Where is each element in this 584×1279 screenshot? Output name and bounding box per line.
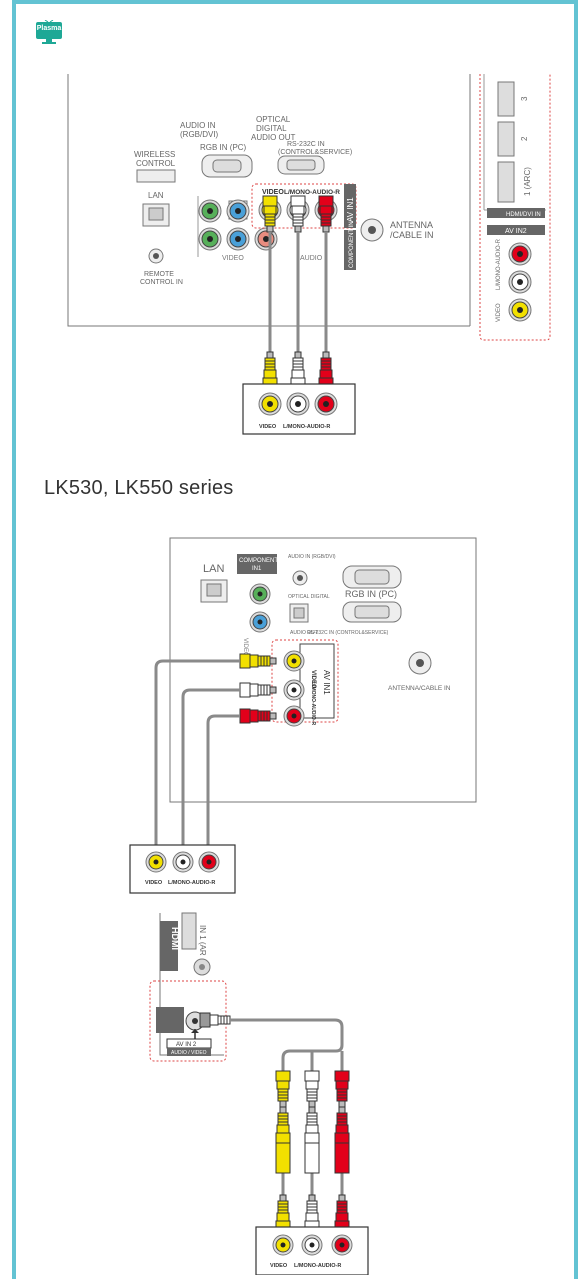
antenna-label: ANTENNA/CABLE IN [390, 220, 434, 240]
av-audio-label: L/MONO-AUDIO-R [284, 189, 340, 196]
section-heading: LK530, LK550 series [44, 477, 233, 500]
optical-label-2: OPTICAL DIGITAL [288, 594, 330, 600]
component-in-label: COMPONENT IN [349, 221, 355, 268]
rs232-label-2: RS-232C IN (CONTROL&SERVICE) [307, 630, 389, 636]
av-in1-label: AV IN1 [346, 197, 355, 222]
audio-video-label-3: AUDIO / VIDEO [171, 1050, 207, 1056]
device-3-audio-label: L/MONO-AUDIO-R [294, 1263, 341, 1269]
hdmi-3-label: 3 [520, 96, 529, 101]
av-in2-label-3: AV IN 2 [176, 1042, 197, 1048]
in1-label-3: IN 1 (AR [198, 925, 207, 956]
av-cables-diagram-2 [156, 661, 240, 848]
audio-in-label-2: AUDIO IN (RGB/DVI) [288, 554, 336, 560]
device-1-audio-label: L/MONO-AUDIO-R [283, 424, 330, 430]
device-2-video-label: VIDEO [145, 880, 163, 886]
hdmi-ports [487, 82, 545, 218]
hdmi-1-label: 1 (ARC) [523, 167, 532, 196]
rs232c-label: RS-232C IN(CONTROL&SERVICE) [278, 141, 352, 156]
diagram-3-side-panel: HDMI IN 1 (AR AV IN 2 AUDIO / VIDEO [0, 905, 584, 1275]
av-in2-label: AV IN2 [505, 228, 527, 235]
device-1-video-label: VIDEO [259, 424, 277, 430]
lan-label: LAN [148, 191, 164, 200]
wireless-port [137, 170, 175, 182]
hdmi-label-3: HDMI [170, 927, 180, 950]
lan-label-2: LAN [203, 563, 224, 575]
av-audio-label-2: L/MONO-AUDIO-R [310, 682, 316, 725]
hdmi-2-label: 2 [520, 136, 529, 141]
rgb-in-label: RGB IN (PC) [200, 143, 247, 152]
audio-in-label: AUDIO IN(RGB/DVI) [180, 121, 219, 139]
device-2-audio-label: L/MONO-AUDIO-R [168, 880, 215, 886]
hdmi-dvi-label: HDMI/DVI IN [506, 212, 541, 218]
side-audio-r-jack [509, 243, 531, 265]
side-audio-l-jack [509, 271, 531, 293]
comp-video-label: VIDEO [222, 255, 244, 262]
side-video-jack [509, 299, 531, 321]
rgb-in-label-2: RGB IN (PC) [345, 589, 397, 599]
av-video-label: VIDEO [262, 189, 284, 196]
device-3-video-label: VIDEO [270, 1263, 288, 1269]
av-cables-diagram-1 [263, 196, 333, 388]
av-in1-label-2: AV IN1 [322, 670, 331, 695]
side-video-label: VIDEO [496, 303, 502, 322]
side-audio-label: L/MONO-AUDIO-R [496, 238, 502, 290]
antenna-label-2: ANTENNA/CABLE IN [388, 685, 451, 692]
diagram-1-rear-panel: 3 2 1 (ARC) HDMI/DVI IN AV IN2 L/MONO-AU… [0, 0, 584, 470]
comp-audio-label: AUDIO [300, 255, 323, 262]
